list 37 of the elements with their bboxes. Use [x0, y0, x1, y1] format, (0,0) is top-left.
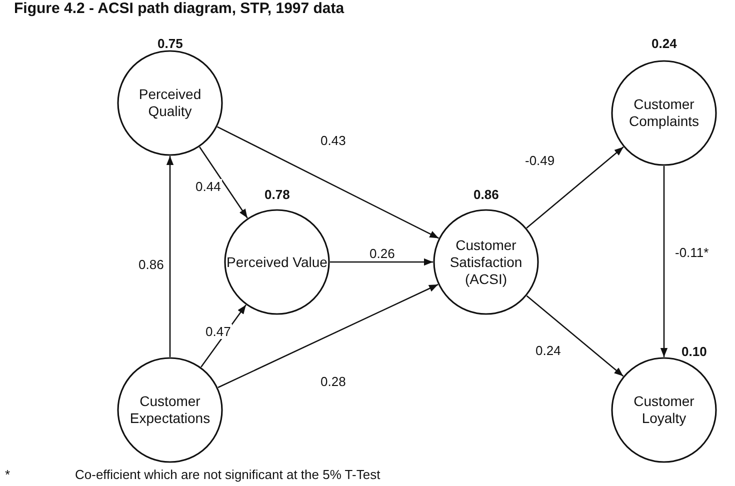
node-label: Perceived Value: [226, 254, 328, 270]
node-label: Customer Expectations: [128, 393, 212, 427]
circle-node: [433, 209, 539, 315]
path-coefficient: 0.86: [138, 257, 165, 272]
path-coefficient: -0.11*: [674, 245, 710, 260]
path-coefficient: 0.26: [368, 246, 396, 261]
r-squared-value: 0.75: [158, 36, 183, 51]
arrow: [218, 284, 438, 388]
path-coefficient: -0.49: [524, 153, 556, 168]
path-coefficient: 0.28: [320, 374, 347, 389]
footnote: Co-efficient which are not significant at the 5% T-Test: [75, 467, 380, 482]
circle-node: [117, 357, 223, 463]
arrow: [526, 295, 624, 377]
node-label: Customer Satisfaction (ACSI): [448, 236, 524, 288]
circle-node: [117, 50, 223, 156]
circle-node: [611, 60, 717, 166]
arrow: [660, 166, 668, 357]
r-squared-value: 0.24: [652, 36, 677, 51]
path-coefficient: 0.24: [534, 343, 562, 358]
path-coefficient: 0.44: [194, 179, 222, 194]
circle-node: [224, 209, 330, 315]
arrow: [217, 126, 439, 239]
arrow: [526, 146, 624, 228]
circle-node: [611, 357, 717, 463]
r-squared-value: 0.78: [264, 187, 290, 202]
footnote-marker: *: [5, 467, 10, 482]
node-label: Customer Loyalty: [632, 393, 696, 427]
r-squared-value: 0.86: [474, 187, 499, 202]
arrow: [330, 258, 433, 266]
path-coefficient: 0.47: [204, 324, 232, 339]
arrow: [199, 146, 248, 218]
figure-title: Figure 4.2 - ACSI path diagram, STP, 1997 data: [14, 0, 344, 17]
path-coefficient: 0.43: [320, 133, 347, 148]
r-squared-value: 0.10: [682, 344, 707, 359]
arrow: [166, 156, 174, 357]
node-label: Customer Complaints: [628, 96, 700, 130]
node-label: Perceived Quality: [138, 86, 202, 120]
